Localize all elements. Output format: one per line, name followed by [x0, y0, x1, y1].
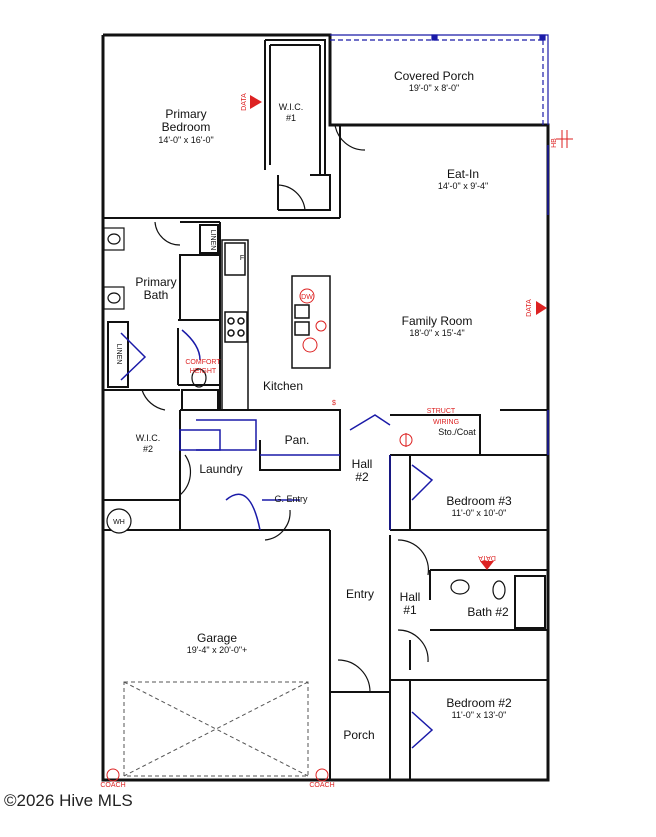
room-label-pantry: Pan. [285, 433, 310, 447]
room-label-hall1-2: #1 [403, 603, 417, 617]
room-dim-eat-in: 14'-0" x 9'-4" [438, 181, 488, 191]
water-heater-label: WH [113, 519, 125, 526]
island-annotations [299, 288, 327, 353]
linen-label-a: LINEN [209, 230, 216, 251]
bath-fixtures [103, 227, 506, 600]
room-label-primary-bath-2: Bath [144, 288, 169, 302]
data-marker-1: DATA [241, 93, 262, 111]
room-label-g-entry: G. Entry [274, 494, 308, 504]
room-dim-covered-porch: 19'-0" x 8'-0" [409, 83, 459, 93]
room-label-primary-bedroom-1: Primary [165, 107, 206, 121]
interior-walls [102, 39, 548, 780]
fridge-label: F [240, 255, 244, 262]
comfort-height-label-1: COMFORT [185, 359, 221, 366]
door-swings [141, 124, 430, 693]
linen-label-b: LINEN [115, 344, 122, 365]
room-label-porch: Porch [343, 728, 374, 742]
switch-symbol: $ [332, 400, 336, 407]
watermark: ©2026 Hive MLS [4, 791, 133, 810]
coach-light-1: COACH [100, 768, 126, 789]
data-marker-3: DATA [478, 554, 496, 570]
kitchen-fixtures [221, 239, 331, 411]
data-label-1: DATA [241, 93, 248, 111]
room-dim-garage: 19'-4" x 20'-0"+ [187, 645, 248, 655]
room-label-entry: Entry [346, 587, 374, 601]
room-label-covered-porch: Covered Porch [394, 69, 474, 83]
room-dim-bedroom3: 11'-0" x 10'-0" [452, 508, 507, 518]
room-label-hall2-2: #2 [355, 470, 369, 484]
room-label-garage: Garage [197, 631, 237, 645]
garage-door-outline [123, 681, 309, 777]
room-label-sto-coat: Sto./Coat [438, 427, 476, 437]
room-label-hall2-1: Hall [352, 457, 373, 471]
hose-bib-label: HB [551, 138, 558, 148]
coach-light-2: COACH [309, 768, 335, 789]
room-dim-primary-bedroom: 14'-0" x 16'-0" [158, 135, 213, 145]
room-label-bath2: Bath #2 [467, 605, 509, 619]
room-label-laundry: Laundry [199, 462, 242, 476]
struct-wiring-label-2: WIRING [433, 419, 459, 426]
room-dim-bedroom2: 11'-0" x 13'-0" [452, 710, 507, 720]
data-marker-2: DATA [526, 299, 547, 317]
room-label-wic2-1: W.I.C. [136, 433, 161, 443]
coach-label-1: COACH [100, 782, 125, 789]
room-label-bedroom3: Bedroom #3 [446, 494, 512, 508]
covered-porch-outline [330, 34, 549, 125]
room-dim-family-room: 18'-0" x 15'-4" [409, 328, 464, 338]
hose-bib: HB [551, 130, 573, 148]
water-heater [106, 508, 132, 534]
room-label-wic1-2: #1 [286, 113, 296, 123]
struct-wiring-symbol [399, 433, 413, 447]
dishwasher-label: DW [301, 294, 313, 301]
blue-details [120, 145, 549, 749]
comfort-height-label-2: HEIGHT [190, 368, 217, 375]
struct-wiring-label-1: STRUCT [427, 408, 456, 415]
room-label-kitchen: Kitchen [263, 379, 303, 393]
room-label-hall1-1: Hall [400, 590, 421, 604]
data-label-2: DATA [526, 299, 533, 317]
coach-label-2: COACH [309, 782, 334, 789]
room-label-bedroom2: Bedroom #2 [446, 696, 512, 710]
room-label-primary-bath-1: Primary [135, 275, 176, 289]
room-label-primary-bedroom-2: Bedroom [162, 120, 211, 134]
room-label-wic2-2: #2 [143, 444, 153, 454]
room-label-family-room: Family Room [402, 314, 473, 328]
data-label-3: DATA [478, 554, 496, 561]
room-label-eat-in: Eat-In [447, 167, 479, 181]
room-label-wic1-1: W.I.C. [279, 102, 304, 112]
